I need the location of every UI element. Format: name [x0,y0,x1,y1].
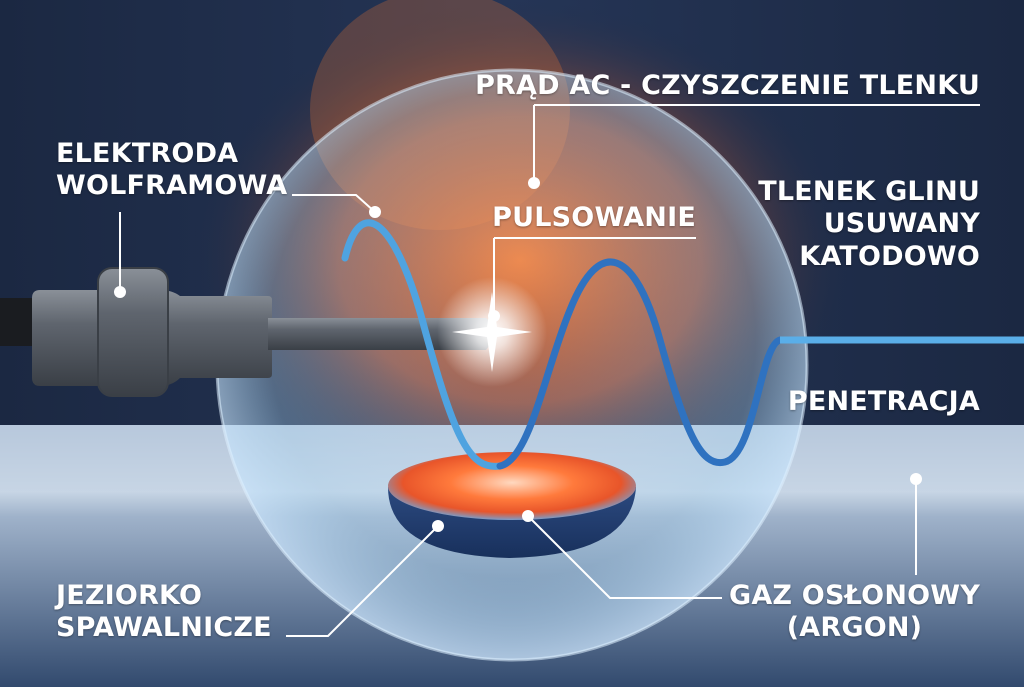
label-oxide-line2: USUWANY [823,208,980,240]
label-weld-pool: JEZIORKO SPAWALNICZE [56,580,272,645]
label-oxide-line3: KATODOWO [799,240,980,272]
dot-pulsing [488,310,500,322]
torch-collar [97,267,169,397]
arc-spark-star [452,292,532,372]
label-oxide-line1: TLENEK GLINU [758,176,980,207]
leader-dots [114,177,922,532]
label-shield-gas-line2: (ARGON) [786,612,923,644]
leader-weld-pool [286,525,439,637]
label-shield-gas-line1: GAZ OSŁONOWY [728,580,980,611]
label-shield-gas: GAZ OSŁONOWY (ARGON) [729,580,980,645]
label-electrode: ELEKTRODA WOLFRAMOWA [56,138,287,203]
leader-lines [119,104,980,637]
dot-penetration [910,473,922,485]
ac-wave-negative [496,258,1024,470]
dot-electrode-wave [369,206,381,218]
dot-electrode [114,286,126,298]
ac-wave-positive [341,219,504,470]
label-penetration: PENETRACJA [788,386,980,418]
label-pulsing: PULSOWANIE [492,202,696,234]
leader-electrode-wave [292,194,376,213]
leader-shield-gas [527,515,722,599]
dot-shield-gas [522,510,534,522]
dot-ac [528,177,540,189]
dot-weld-pool [432,520,444,532]
label-weld-pool-line1: JEZIORKO [56,580,203,611]
label-ac-current-text: PRĄD AC - CZYSZCZENIE TLENKU [475,70,980,101]
label-oxide: TLENEK GLINU USUWANY KATODOWO [758,176,980,273]
label-pulsing-text: PULSOWANIE [492,202,696,233]
label-electrode-line2: WOLFRAMOWA [56,170,288,202]
label-penetration-text: PENETRACJA [787,386,980,417]
label-weld-pool-line2: SPAWALNICZE [56,612,272,644]
label-electrode-line1: ELEKTRODA [56,138,239,169]
label-ac-current: PRĄD AC - CZYSZCZENIE TLENKU [475,70,980,102]
weld-pool-surface [388,452,636,520]
